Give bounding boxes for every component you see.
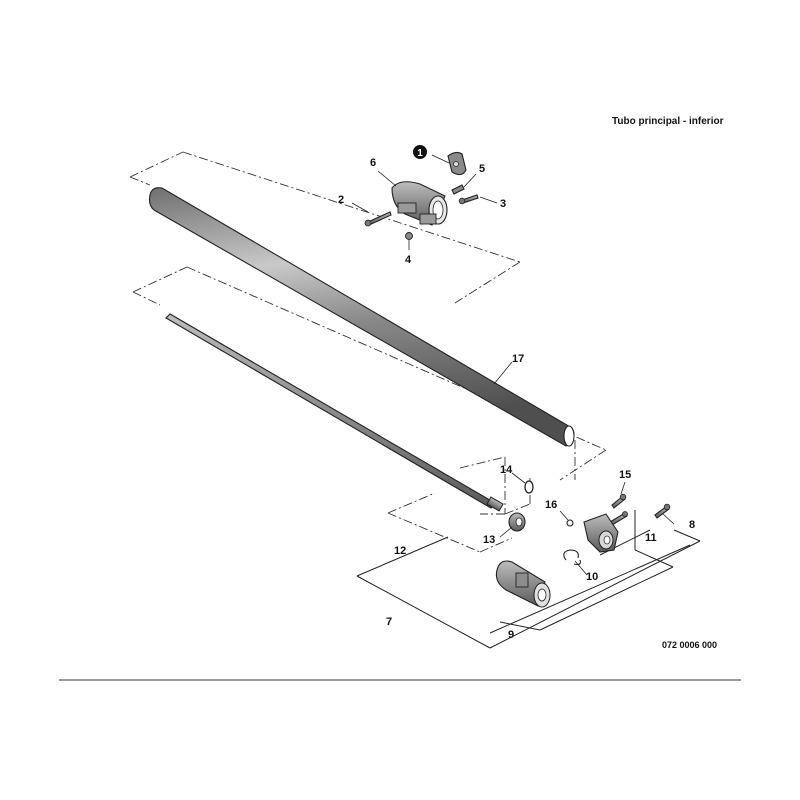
diagram-header: Tubo principal - inferior (612, 116, 724, 127)
gear-head-housing (583, 513, 619, 553)
drive-shaft (165, 313, 504, 512)
pin-part-5 (451, 184, 465, 195)
ring-part-16 (566, 519, 574, 527)
clamp-part-6 (391, 181, 448, 226)
label-part-16: 16 (545, 499, 557, 511)
callout-marker-1: 1 (413, 145, 427, 159)
label-part-14: 14 (500, 464, 513, 476)
part-labels: 6 5 2 3 4 17 14 15 16 8 11 13 12 10 7 9 (338, 157, 695, 641)
label-part-8: 8 (689, 519, 695, 531)
label-part-12: 12 (394, 545, 406, 557)
label-part-2: 2 (338, 194, 344, 206)
clip-part-10 (563, 549, 581, 566)
label-part-9: 9 (508, 629, 514, 641)
label-part-10: 10 (586, 571, 598, 583)
screw-part-3 (458, 194, 479, 205)
screw-part-8 (654, 503, 671, 519)
bushing-part-13 (508, 512, 526, 532)
label-part-4: 4 (405, 254, 412, 266)
label-part-15: 15 (619, 469, 631, 481)
label-part-6: 6 (370, 157, 376, 169)
screw-part-15 (611, 493, 627, 509)
kit-brackets (356, 510, 701, 649)
label-part-11: 11 (645, 532, 657, 544)
lever-part-1 (447, 151, 467, 176)
label-part-7: 7 (386, 616, 392, 628)
screw-part-2 (364, 211, 392, 227)
drawing-number: 072 0006 000 (662, 640, 717, 650)
label-part-3: 3 (500, 198, 506, 210)
coupling-sleeve (495, 560, 551, 608)
bracket-outlines (387, 440, 576, 553)
callout-marker-label: 1 (417, 148, 423, 159)
main-tube (148, 187, 575, 447)
nut-part-4 (405, 232, 413, 240)
washer-part-14 (524, 480, 534, 494)
label-part-13: 13 (483, 534, 495, 546)
leader-lines (351, 154, 675, 576)
lower-assembly-outline (132, 266, 607, 481)
upper-assembly-outline (129, 151, 521, 304)
label-part-5: 5 (479, 163, 485, 175)
label-part-17: 17 (512, 353, 524, 365)
